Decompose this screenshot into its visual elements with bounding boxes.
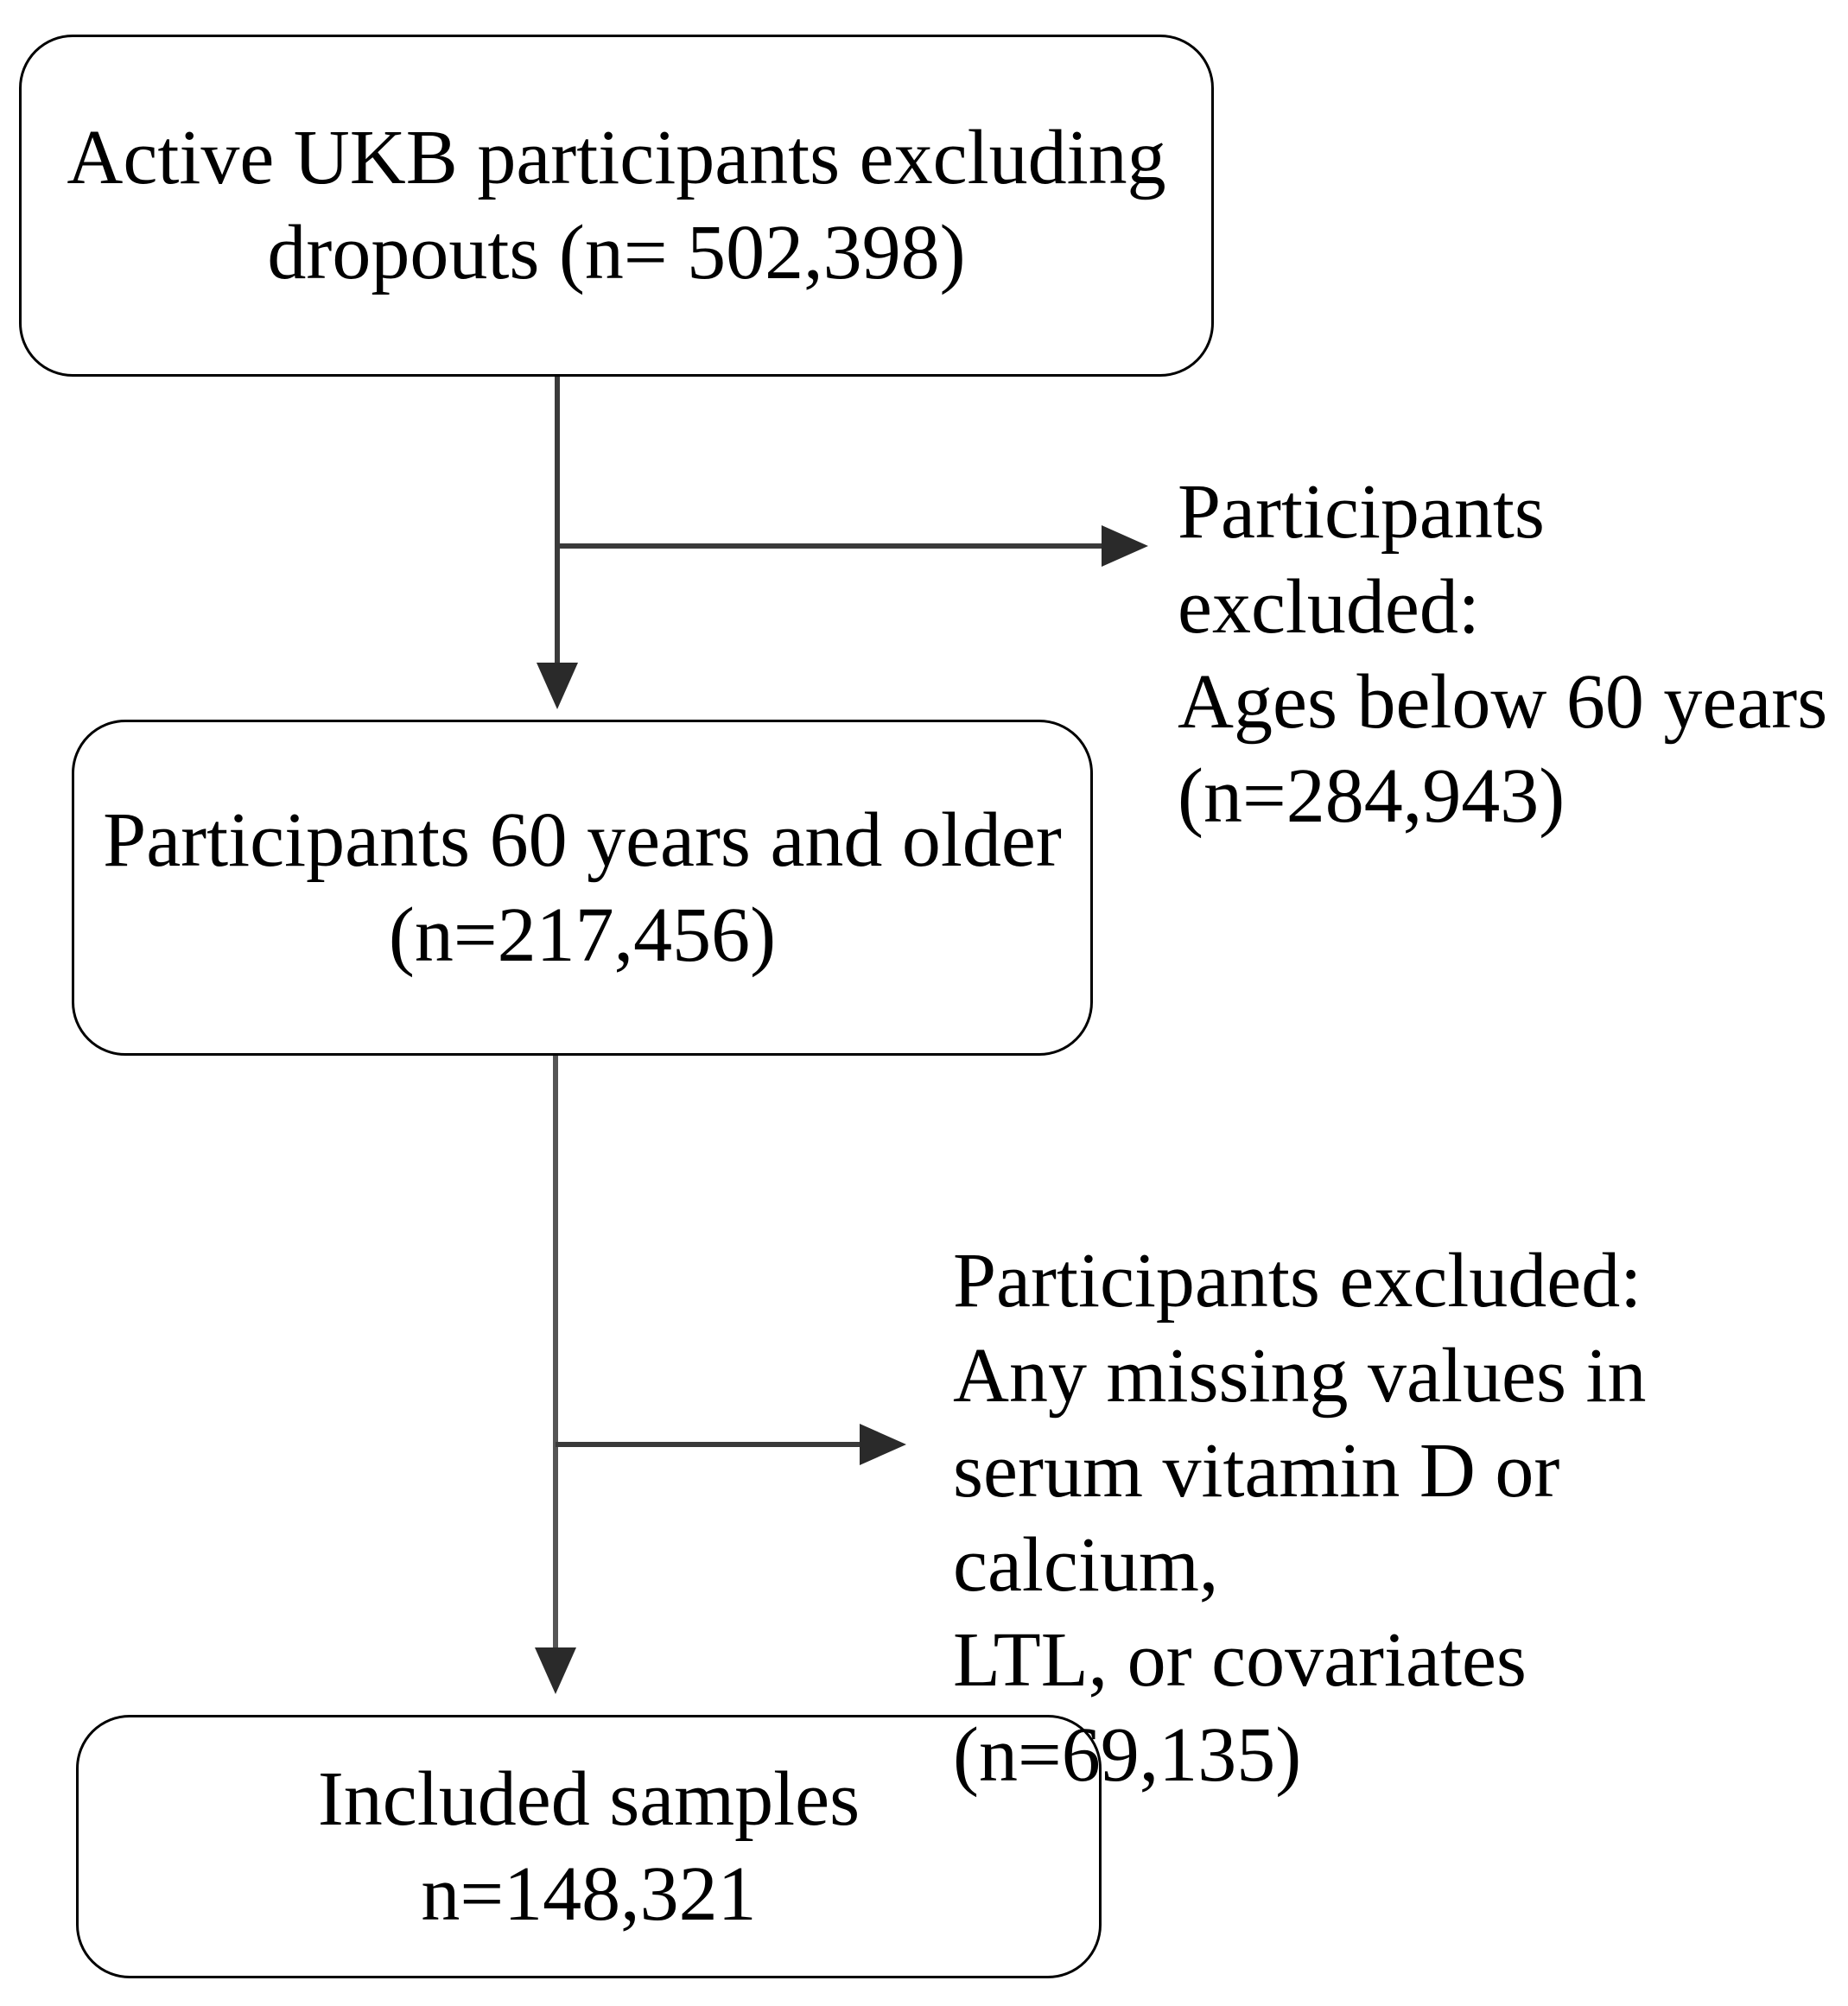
node-included-samples: Included samples n=148,321 xyxy=(76,1715,1102,1978)
node-participants-60-and-older-label: Participants 60 years and older (n=217,4… xyxy=(103,797,1062,978)
node-active-ukb-participants: Active UKB participants excluding dropou… xyxy=(19,35,1214,377)
exclusion-note-age: Participants excluded: Ages below 60 yea… xyxy=(1178,469,1828,840)
node-included-samples-label: Included samples n=148,321 xyxy=(317,1755,860,1937)
node-participants-60-and-older: Participants 60 years and older (n=217,4… xyxy=(72,720,1093,1056)
exclusion-note-missing-values: Participants excluded: Any missing value… xyxy=(953,1238,1647,1798)
node-active-ukb-participants-label: Active UKB participants excluding dropou… xyxy=(67,115,1166,295)
